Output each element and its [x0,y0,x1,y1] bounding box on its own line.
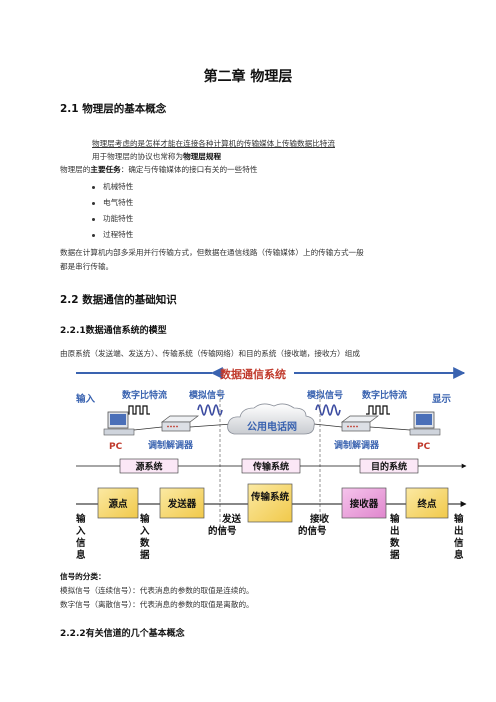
bullet-item: 电气特性 [92,197,133,208]
subsection-2-2-1-heading: 2.2.1数据通信系统的模型 [60,326,167,336]
diagram-title-bar: 数据通信系统 [76,367,466,381]
analog-signal-left-label: 模拟信号 [189,389,225,401]
digital-signal-definition: 数字信号（离散信号）：代表消息的参数的取值是离散的。 [60,600,254,609]
pc-right-label: PC [417,442,431,452]
bullet-dot-icon [92,217,95,221]
modem-left-icon [160,415,200,432]
modem-right-label: 调制解调器 [334,439,380,451]
destination-block-label: 终点 [416,498,437,510]
sec21-para-line2: 都是串行传输。 [60,262,114,271]
cloud-modem-link-right [313,423,343,428]
digital-stream-right-label: 数字比特流 [362,389,407,401]
pc-left-icon [103,411,135,436]
transmitter-block-label: 发送器 [167,498,197,510]
sec21-line3: 物理层的主要任务：确定与传输媒体的接口有关的一些特性 [60,164,257,175]
bullet-label: 电气特性 [103,198,134,207]
received-signal-label: 接收 [310,513,330,525]
sec21-line3-prefix: 物理层的 [60,165,91,174]
sec21-line3-suffix: ：确定与传输媒体的接口有关的一些特性 [120,165,258,174]
sec21-line2-bold: 物理层规程 [183,152,222,161]
source-block-label: 源点 [108,498,128,510]
section-2-1-heading: 2.1 物理层的基本概念 [60,103,167,115]
output-info-char: 息 [454,549,464,561]
sent-signal-label: 的信号 [208,525,237,537]
destination-system-label: 目的系统 [371,461,407,473]
pc-modem-link-left [133,426,163,431]
transmitter-block [159,487,205,519]
output-info-char: 输 [454,513,464,525]
input-data-char: 据 [140,549,150,561]
modem-pc-link-right [369,426,411,431]
input-data-char: 输 [140,513,150,525]
source-system-box [119,458,179,474]
output-info-char: 出 [454,525,464,537]
modem-cloud-link-left [189,423,233,428]
output-data-char: 数 [389,537,400,549]
input-info-char: 信 [76,537,86,549]
digital-pulse-left-icon [126,405,150,415]
bullet-label: 功能特性 [103,214,134,223]
sec21-line1: 物理层考虑的是怎样才能在连接各种计算机的传输媒体上传输数据比特流 [92,139,335,148]
bullet-dot-icon [92,233,95,237]
cloud-label: 公用电话网 [247,420,297,433]
input-label: 输入 [76,393,96,405]
chapter-title: 第二章 物理层 [203,69,293,85]
sec21-line3-bold: 主要任务 [90,165,121,174]
digital-pulse-right-icon [366,405,390,415]
bullet-label: 过程特性 [103,230,134,239]
analog-wave-left-icon [197,404,223,416]
output-data-char: 据 [390,549,400,561]
input-info-char: 输 [76,513,86,525]
pc-right-icon [409,411,441,436]
output-info-char: 信 [454,537,464,549]
data-communication-system-diagram: 数据通信系统 输入 显示 数字比特流 模拟信号 模拟信号 数字比特流 PC PC… [75,367,467,561]
receiver-block [341,487,387,519]
bullet-item: 过程特性 [92,229,133,240]
input-data-char: 数 [139,537,150,549]
destination-block [405,487,449,519]
input-info-char: 入 [75,526,86,537]
signals-heading: 信号的分类： [60,572,106,581]
bullet-item: 功能特性 [92,213,133,224]
modem-left-label: 调制解调器 [148,439,194,451]
sec22-intro-text: 由原系统（发送端、发送方）、传输系统（传输网络）和目的系统（接收端，接收方）组成 [60,349,360,358]
bullet-label: 机械特性 [103,182,134,191]
transmission-system-label: 传输系统 [252,461,289,473]
receiver-block-label: 接收器 [350,498,379,510]
telephone-network-cloud-icon [227,403,315,435]
source-system-label: 源系统 [135,461,162,473]
output-data-char: 出 [390,525,400,537]
modem-right-icon [340,415,380,432]
diagram-title: 数据通信系统 [220,367,286,381]
source-block [97,487,139,519]
analog-signal-right-label: 模拟信号 [307,389,343,401]
section-2-2-heading: 2.2 数据通信的基础知识 [60,294,177,306]
output-data-char: 输 [390,513,400,525]
sec21-line2-prefix: 用于物理层的协议也常称为 [92,152,184,161]
subsection-2-2-2-heading: 2.2.2有关信道的几个基本概念 [60,629,185,639]
transmission-block-label: 传输系统 [250,491,290,503]
bullet-dot-icon [92,185,95,189]
received-signal-label: 的信号 [298,525,327,537]
sec21-line2: 用于物理层的协议也常称为物理层规程 [92,151,221,162]
transmission-block [247,483,293,523]
destination-system-box [359,458,419,474]
digital-stream-left-label: 数字比特流 [122,389,167,401]
bullet-item: 机械特性 [92,181,133,192]
pc-left-label: PC [109,442,123,452]
transmission-system-box [241,458,301,474]
input-data-char: 入 [139,526,150,537]
input-info-char: 息 [76,549,86,561]
sent-signal-label: 发送 [221,513,242,525]
bullet-dot-icon [92,201,95,205]
sec21-para-line1: 数据在计算机内部多采用并行传输方式，但数据在通信线路（传输媒体）上的传输方式一般 [60,248,364,257]
display-label: 显示 [432,394,452,405]
analog-wave-right-icon [315,404,341,416]
analog-signal-definition: 模拟信号（连续信号）：代表消息的参数的取值是连续的。 [60,586,254,595]
